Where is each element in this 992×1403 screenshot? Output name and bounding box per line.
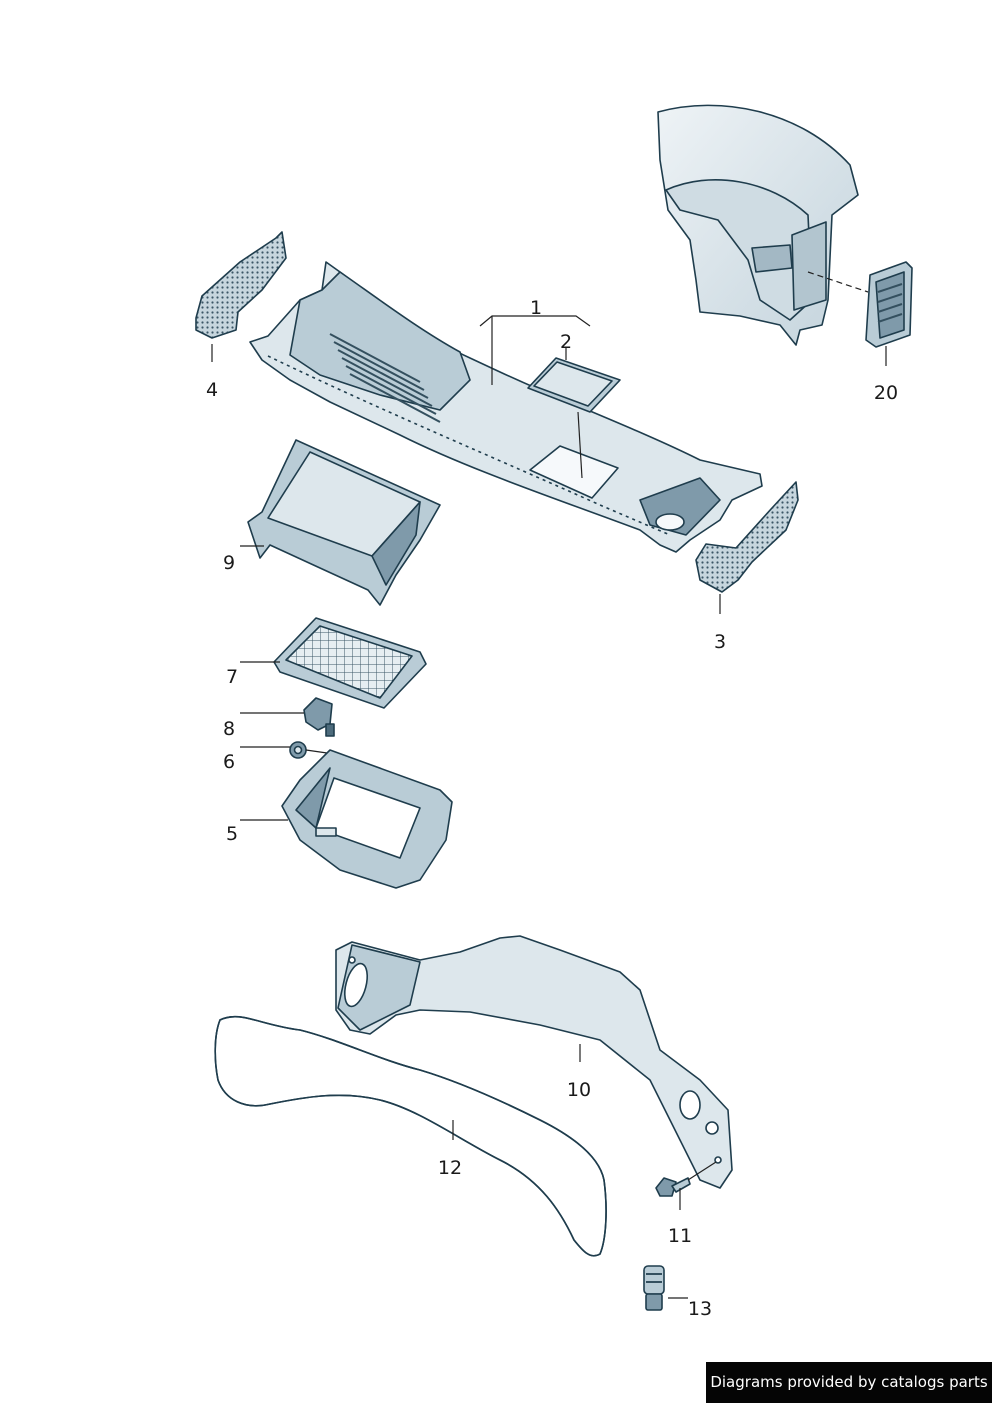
callout-11: 11 — [668, 1225, 692, 1247]
cover-plate-guide-line — [577, 411, 583, 479]
callout-1: 1 — [530, 297, 542, 319]
sensor — [303, 697, 335, 737]
seal-strip — [214, 1015, 607, 1257]
callout-5: 5 — [226, 823, 238, 845]
housing-frame — [281, 749, 453, 889]
left-seal-bracket — [195, 231, 287, 339]
cover-plate — [527, 357, 621, 413]
credit-banner: Diagrams provided by catalogs parts — [706, 1362, 992, 1403]
fender-panel — [657, 104, 859, 346]
plug — [643, 1265, 665, 1311]
callout-9: 9 — [223, 552, 235, 574]
callout-6: 6 — [223, 751, 235, 773]
bolt — [655, 1177, 691, 1197]
leader-lines — [211, 315, 887, 1299]
vent-guide-line — [807, 271, 869, 293]
callout-13: 13 — [688, 1298, 712, 1320]
intake-box — [247, 439, 441, 606]
filter-mesh — [273, 617, 427, 709]
nut — [289, 741, 307, 759]
callout-2: 2 — [560, 331, 572, 353]
callout-4: 4 — [206, 379, 218, 401]
right-seal-bracket — [695, 481, 799, 593]
callout-12: 12 — [438, 1157, 462, 1179]
callout-10: 10 — [567, 1079, 591, 1101]
callout-8: 8 — [223, 718, 235, 740]
cowl-vent-slots — [329, 333, 441, 423]
water-deflector — [335, 935, 733, 1189]
bolt-guide-line — [687, 1161, 717, 1181]
callout-20: 20 — [874, 382, 898, 404]
callout-3: 3 — [714, 631, 726, 653]
vent-grille — [865, 261, 913, 348]
cowl-panel — [249, 261, 763, 553]
callout-7: 7 — [226, 666, 238, 688]
